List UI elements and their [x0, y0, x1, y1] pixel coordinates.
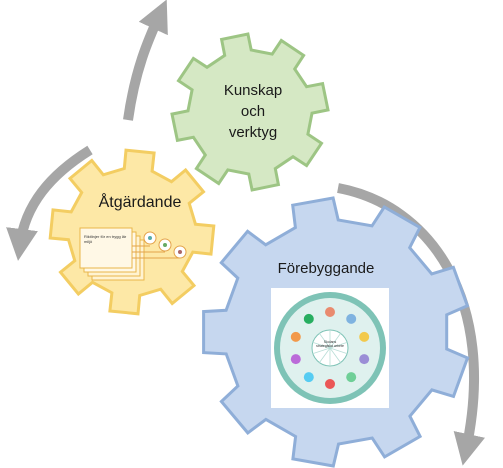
circle-topic-icon	[346, 372, 357, 383]
knowledge-line-2: och	[240, 103, 266, 120]
knowledge-line-3: verktyg	[228, 124, 278, 141]
circle-topic-icon	[359, 331, 370, 342]
knowledge-line-1: Kunskap	[223, 82, 283, 99]
corrective-document-illustration	[79, 227, 187, 281]
preventive-circle-illustration	[271, 288, 389, 408]
circle-topic-icon	[346, 313, 357, 324]
knowledge-gear-label: Kunskap och verktyg	[208, 80, 298, 143]
corrective-gear-label: Åtgärdande	[98, 194, 182, 211]
circle-topic-icon	[325, 307, 335, 317]
document-title: Riktlinjer för en trygg lär miljö	[84, 234, 127, 244]
circle-topic-icon	[290, 354, 301, 365]
circle-topic-icon	[359, 354, 370, 365]
circle-topic-icon	[290, 331, 301, 342]
circle-topic-icon	[325, 379, 335, 389]
cycle-arrow-top	[123, 0, 168, 121]
cycle-arrow-left	[6, 145, 93, 261]
circle-topic-icon	[303, 372, 314, 383]
preventive-gear-label: Förebyggande	[277, 260, 375, 277]
gear-knowledge-and-tools	[170, 32, 330, 192]
circle-topic-icon	[303, 313, 314, 324]
circle-center-title: Skolans strategiska arbete	[316, 340, 344, 348]
